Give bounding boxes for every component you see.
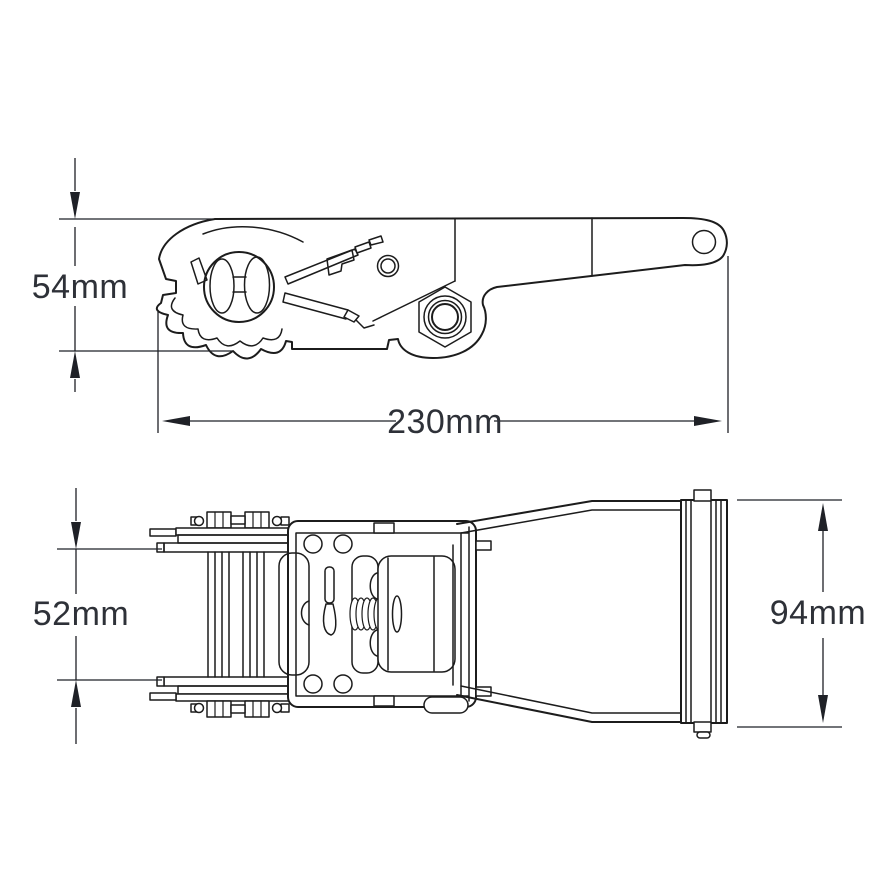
frame-left-cutout (278, 552, 310, 676)
arrowhead (818, 503, 828, 531)
gear-stack-top (149, 511, 302, 553)
dimension-94mm: 94mm (737, 499, 866, 728)
buckle-frame (278, 520, 492, 714)
axle-washer (423, 696, 469, 714)
arrowhead (818, 695, 828, 723)
arrowhead (71, 680, 81, 707)
handle-rivet-tab (475, 540, 492, 551)
arrowhead (71, 522, 81, 549)
release-lever (284, 235, 384, 285)
pawl-slider (322, 566, 337, 636)
gear-stack-bottom (149, 676, 302, 718)
side-view (155, 217, 728, 360)
handle-grip-roller (680, 489, 728, 739)
dimension-230mm: 230mm (157, 256, 729, 441)
rivet-hole (376, 254, 400, 278)
dimension-54mm: 54mm (32, 158, 232, 392)
handle-hole (691, 229, 717, 255)
head-inner-edge (202, 226, 304, 243)
dim-label-94mm: 94mm (770, 594, 866, 632)
axle-nut (418, 286, 472, 348)
plate-bend-edge (372, 280, 456, 322)
arrowhead (70, 351, 80, 378)
lever-clip (326, 249, 355, 276)
ratchet-gear-teeth (170, 297, 283, 347)
spool-end (190, 251, 275, 323)
buckle-body-outline (155, 217, 728, 360)
dim-label-52mm: 52mm (33, 595, 129, 633)
spool-bars (207, 551, 265, 678)
frame-right-wall (452, 526, 470, 702)
top-view (149, 489, 728, 739)
pawl-bar (282, 292, 375, 329)
handle-top-view (456, 489, 728, 739)
dimension-52mm: 52mm (33, 488, 162, 744)
pawl-spring-tab (190, 257, 208, 285)
arrowhead (694, 416, 722, 426)
dim-label-54mm: 54mm (32, 268, 128, 306)
ratchet-wheel-plate (377, 555, 456, 673)
dim-label-230mm: 230mm (387, 403, 503, 441)
arrowhead (162, 416, 190, 426)
arrowhead (70, 192, 80, 219)
